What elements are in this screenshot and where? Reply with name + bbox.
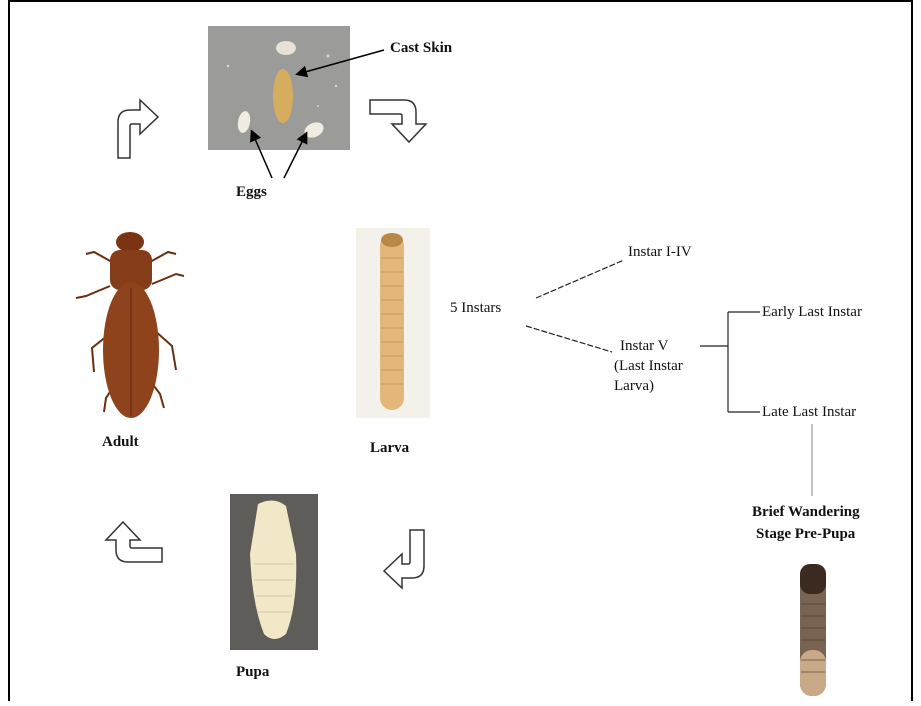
larva-label: Larva	[370, 440, 409, 457]
wandering-label-1: Brief Wandering	[752, 504, 860, 521]
wandering-label-2: Stage Pre-Pupa	[756, 526, 855, 543]
cast-skin-pointer	[298, 50, 384, 74]
pupa-label: Pupa	[236, 664, 269, 681]
instar-v-label-3: Larva)	[614, 378, 654, 395]
instar-v-line	[526, 326, 612, 352]
instar-i-iv-label: Instar I-IV	[628, 244, 692, 261]
curved-arrow-left-up-icon	[106, 522, 162, 562]
eggs-label: Eggs	[236, 184, 267, 201]
curved-arrow-down-left-icon	[384, 530, 424, 588]
curved-arrow-up-right-icon	[118, 100, 158, 158]
egg-pointer-right	[284, 134, 306, 178]
adult-label: Adult	[102, 434, 139, 451]
instar-v-label-1: Instar V	[620, 338, 668, 355]
curved-arrow-down-icon	[370, 100, 426, 142]
instar-i-iv-line	[536, 260, 624, 298]
late-last-instar-label: Late Last Instar	[762, 404, 856, 421]
cast-skin-label: Cast Skin	[390, 40, 452, 57]
instar-v-label-2: (Last Instar	[614, 358, 683, 375]
five-instars-label: 5 Instars	[450, 300, 501, 317]
early-last-instar-label: Early Last Instar	[762, 304, 862, 321]
egg-pointer-left	[252, 132, 272, 178]
